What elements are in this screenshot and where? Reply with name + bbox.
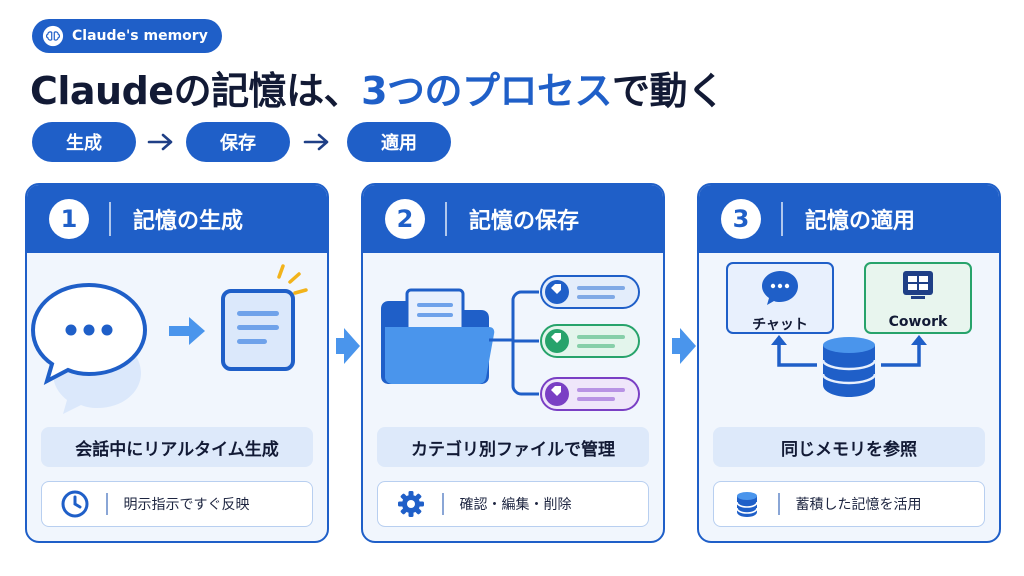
footer-text: 明示指示ですぐ反映 <box>123 497 250 513</box>
chat-bubble-icon <box>762 271 798 305</box>
gear-icon <box>398 491 424 517</box>
process-flow: 生成 保存 適用 <box>0 122 1024 162</box>
folder-icon <box>381 288 495 384</box>
footer-divider <box>442 493 444 515</box>
footer-divider <box>778 493 780 515</box>
clock-icon <box>61 490 89 518</box>
footer-text: 蓄積した記憶を活用 <box>795 497 922 513</box>
arrow-right-icon <box>169 317 205 345</box>
title-part-1: Claudeの記憶は、 <box>30 69 362 113</box>
chat-box <box>726 262 834 334</box>
brain-icon <box>42 25 64 47</box>
sparkle-icon <box>277 264 308 295</box>
step-number: 2 <box>385 199 425 239</box>
arrow-right-icon <box>336 328 360 364</box>
card-store: 2 記憶の保存 <box>361 183 665 543</box>
header-badge: Claude's memory <box>32 19 222 53</box>
card-caption: カテゴリ別ファイルで管理 <box>377 427 649 467</box>
card-generate: 1 記憶の生成 会話中にリアルタイム生成 <box>25 183 329 543</box>
card-title: 記憶の適用 <box>805 209 916 234</box>
tag-item-green <box>540 324 640 358</box>
step-number: 3 <box>721 199 761 239</box>
step-number: 1 <box>49 199 89 239</box>
tree-connector <box>489 290 539 396</box>
card-header: 2 記憶の保存 <box>363 185 663 253</box>
header-divider <box>445 202 447 236</box>
database-icon <box>736 492 758 517</box>
card-footer: 確認・編集・削除 <box>377 481 649 527</box>
cowork-box <box>864 262 972 334</box>
flow-step-store: 保存 <box>186 122 290 162</box>
chat-label: チャット <box>752 317 808 333</box>
card-header: 3 記憶の適用 <box>699 185 999 253</box>
card-footer: 蓄積した記憶を活用 <box>713 481 985 527</box>
apply-illustration <box>726 262 972 397</box>
header-divider <box>109 202 111 236</box>
footer-divider <box>106 493 108 515</box>
tag-item-purple <box>540 377 640 411</box>
footer-text: 確認・編集・削除 <box>459 497 572 513</box>
card-title: 記憶の保存 <box>469 209 580 234</box>
flow-step-apply: 適用 <box>347 122 451 162</box>
title-highlight: 3つのプロセス <box>361 69 613 113</box>
page-title: Claudeの記憶は、3つのプロセスで動く <box>30 60 725 115</box>
card-caption: 会話中にリアルタイム生成 <box>41 427 313 467</box>
chat-bubble-icon <box>30 282 148 414</box>
card-footer: 明示指示ですぐ反映 <box>41 481 313 527</box>
window-icon <box>903 271 933 299</box>
header-divider <box>781 202 783 236</box>
database-icon <box>821 337 877 397</box>
tag-item-blue <box>540 275 640 309</box>
arrow-right-icon <box>303 133 329 151</box>
cowork-label: Cowork <box>888 314 948 330</box>
document-icon <box>221 289 295 371</box>
arrow-right-icon <box>147 133 173 151</box>
card-caption: 同じメモリを参照 <box>713 427 985 467</box>
card-title: 記憶の生成 <box>133 209 244 234</box>
flow-step-generate: 生成 <box>32 122 136 162</box>
store-illustration <box>381 275 640 411</box>
connector-arrows <box>777 343 921 367</box>
badge-label: Claude's memory <box>72 28 208 44</box>
card-apply: 3 記憶の適用 <box>697 183 1001 543</box>
title-part-3: で動く <box>612 69 725 113</box>
card-header: 1 記憶の生成 <box>27 185 327 253</box>
generate-illustration <box>30 264 308 414</box>
arrow-right-icon <box>672 328 696 364</box>
